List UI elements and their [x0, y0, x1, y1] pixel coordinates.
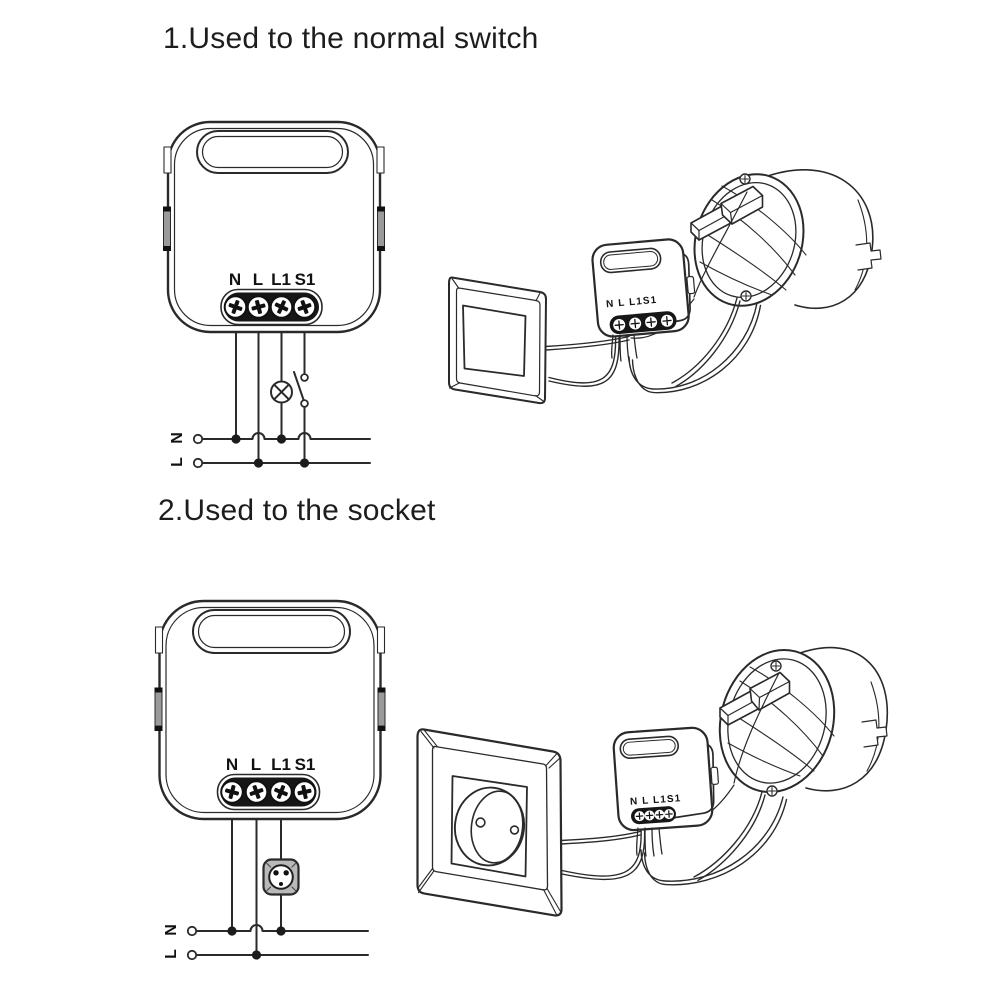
junction-dots-2: [227, 926, 286, 960]
terminal-label-n-2: N: [225, 755, 239, 774]
wires-2: [640, 672, 788, 886]
module-stub-wires-2: [635, 827, 663, 857]
section-1-heading: 1.Used to the normal switch: [163, 22, 539, 55]
relay-module-front-1: [163, 120, 385, 334]
terminal-screws-2: [220, 780, 317, 804]
junction-dots-1: [231, 434, 310, 468]
socket-icon: [262, 858, 300, 896]
wires-2b: [560, 827, 646, 881]
terminal-label-s1-1: S1: [294, 270, 316, 289]
terminal-screws-1: [223, 295, 317, 319]
live-line-end-1: [192, 457, 204, 469]
wall-socket-plate: [416, 728, 563, 917]
wiring-schematic-1: [192, 331, 371, 469]
neutral-line-label-2: N: [163, 924, 180, 936]
section-2-heading: 2.Used to the socket: [158, 494, 436, 527]
neutral-line-label-1: N: [169, 432, 186, 444]
terminal-label-s1-2: S1: [294, 755, 316, 774]
installation-illustration-1: [448, 169, 882, 405]
wires-1b: [545, 333, 630, 387]
terminal-label-l-2: L: [250, 755, 262, 774]
terminal-label-l-1: L: [252, 270, 264, 289]
junction-box-2: [718, 646, 889, 797]
terminal-label-n-1: N: [228, 270, 242, 289]
neutral-line-end-1: [192, 433, 204, 445]
wall-switch-plate: [448, 276, 547, 405]
socket-face: [453, 786, 526, 867]
mains-cable-1: [690, 185, 764, 241]
live-line-end-2: [186, 949, 198, 961]
lamp-icon: [270, 380, 293, 404]
terminal-label-l1-2: L1: [271, 755, 291, 774]
terminal-label-l1-1: L1: [271, 270, 291, 289]
junction-box-1: [690, 169, 882, 310]
terminal-strip-2: [216, 773, 321, 811]
terminal-strip-1: [220, 288, 323, 326]
installation-illustration-2: [416, 646, 889, 917]
live-line-label-1: L: [169, 457, 186, 467]
neutral-line-end-2: [186, 925, 198, 937]
module-stub-wires-1: [610, 334, 638, 362]
wiring-schematic-2: [186, 818, 369, 961]
live-line-label-2: L: [163, 949, 180, 959]
relay-module-installed-1: [591, 238, 696, 338]
relay-module-installed-2: [612, 726, 719, 832]
relay-module-front-2: [154, 599, 386, 821]
